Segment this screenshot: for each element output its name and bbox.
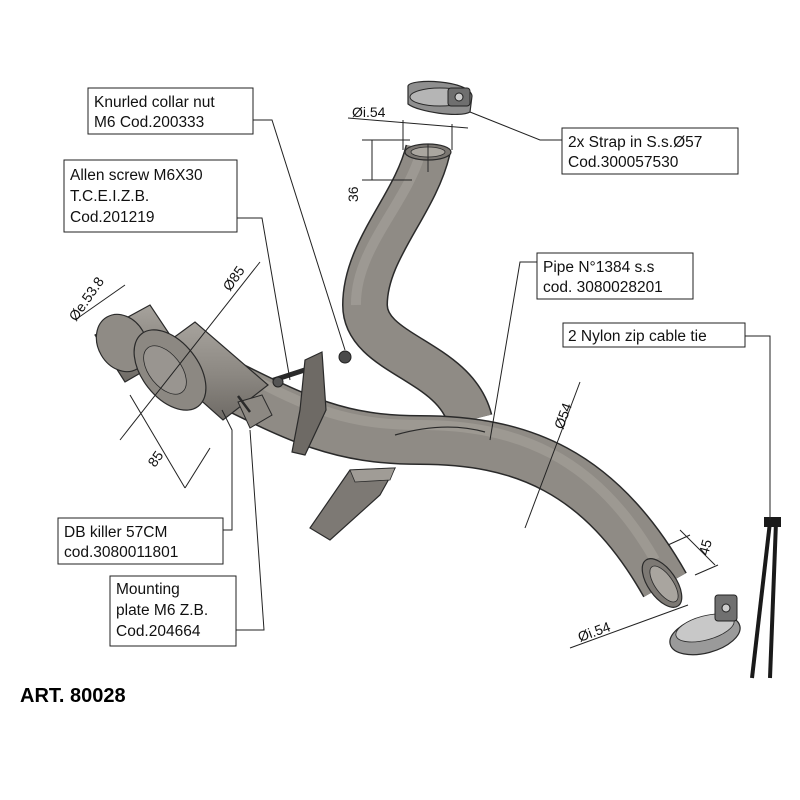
allen-screw-line3: Cod.201219 (70, 209, 154, 226)
main-pipe (209, 358, 686, 597)
mounting-plate-line3: Cod.204664 (116, 623, 201, 640)
upper-pipe-highlight (350, 153, 425, 306)
zip-ties (750, 517, 781, 679)
allen-screw-line1: Allen screw M6X30 (70, 167, 203, 184)
article-number: ART. 80028 (20, 685, 126, 707)
callout-allen-screw: Allen screw M6X30 T.C.E.I.Z.B. Cod.20121… (63, 159, 291, 381)
lower-bracket-face (349, 467, 396, 483)
callout-db-killer: DB killer 57CM cod.3080011801 (57, 409, 233, 565)
db-killer-ring (143, 345, 187, 395)
callout-collar-nut: Knurled collar nut M6 Cod.200333 (87, 87, 346, 351)
pipe-assembly (94, 143, 687, 608)
bottom-strap-clamp (669, 594, 741, 656)
dim-mid-dia: Ø54 (551, 400, 575, 431)
callout-mounting-plate: Mounting plate M6 Z.B. Cod.204664 (109, 429, 265, 647)
strap-line2: Cod.300057530 (568, 154, 679, 171)
dim-right-inner-dia: Øi.54 (576, 618, 613, 645)
upper-pipe (343, 144, 491, 427)
collar-nut (338, 350, 352, 364)
db-killer-line2: cod.3080011801 (64, 544, 178, 561)
db-killer-bolt (237, 395, 251, 413)
allen-screw-head (272, 376, 284, 388)
collar-nut-line2: M6 Cod.200333 (94, 114, 204, 131)
mounting-plate-line1: Mounting (116, 581, 180, 598)
db-killer-line1: DB killer 57CM (64, 524, 167, 541)
strap-line1: 2x Strap in S.s.Ø57 (568, 134, 702, 151)
mounting-plate (291, 351, 327, 456)
right-outlet-inner (649, 565, 679, 603)
callout-strap: 2x Strap in S.s.Ø57 Cod.300057530 (469, 111, 739, 175)
lower-bracket (309, 467, 397, 541)
db-killer-bracket (237, 394, 273, 429)
dim-top-inner-dia: Øi.54 (352, 104, 386, 120)
dim-left-outer-dia: Øe.53.8 (65, 274, 107, 324)
dim-right-length: 45 (695, 537, 715, 556)
allen-screw-line2: T.C.E.I.Z.B. (70, 188, 149, 205)
dim-top-length: 36 (345, 186, 361, 202)
dim-killer-dia: Ø85 (219, 263, 247, 294)
zip-tie-line1: 2 Nylon zip cable tie (568, 328, 707, 345)
callout-pipe: Pipe N°1384 s.s cod. 3080028201 (489, 252, 694, 441)
pipe-line1: Pipe N°1384 s.s (543, 259, 655, 276)
pipe-line2: cod. 3080028201 (543, 279, 663, 296)
collar-nut-line1: Knurled collar nut (94, 94, 215, 111)
callout-zip-tie: 2 Nylon zip cable tie (562, 322, 771, 520)
dimension-lines (74, 117, 719, 649)
top-strap-clamp (407, 80, 473, 115)
mounting-plate-line2: plate M6 Z.B. (116, 602, 208, 619)
junction-seam (394, 426, 486, 436)
